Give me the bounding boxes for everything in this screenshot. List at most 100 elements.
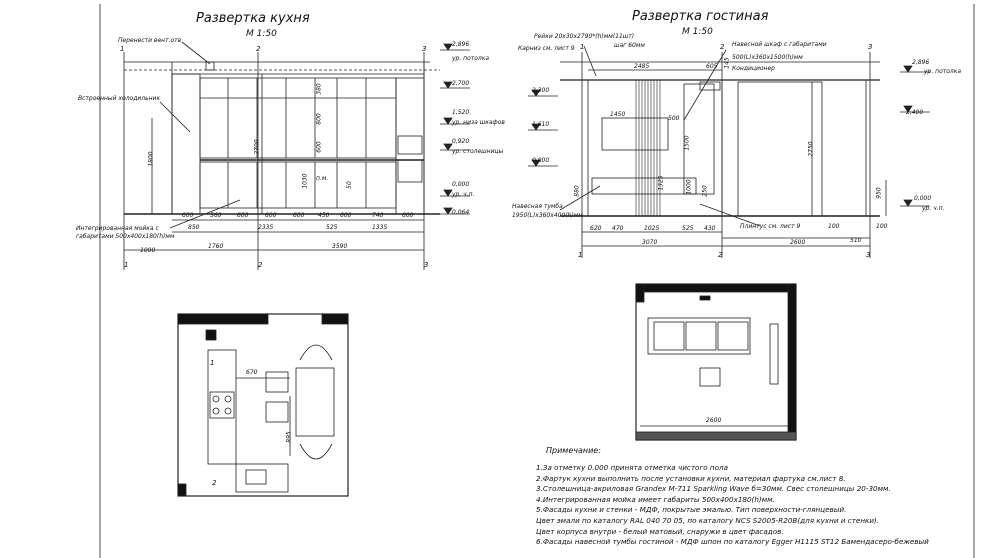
kitchen-dim: 2335 — [258, 224, 274, 231]
plan-kitchen-axis: 1 — [210, 359, 215, 367]
living-dim: 430 — [704, 225, 716, 232]
plan-living-dim: 2600 — [706, 417, 722, 424]
note-line: 4.Интегрированная мойка имеет габариты 5… — [536, 494, 775, 504]
kitchen-dim: 560 — [210, 212, 222, 219]
kitchen-dim-vertical: 380 — [315, 83, 323, 95]
kitchen-axis: 2 — [256, 45, 261, 53]
living-dim: 880 — [573, 185, 581, 197]
kitchen-dim: 740 — [372, 212, 384, 219]
kitchen-axis: 2 — [258, 261, 263, 269]
living-rails-label: Рейки 20х30х2790*(h)мм(11шт) — [534, 33, 635, 40]
note-line: 6.Фасады навесной тумбы гостиной - МДФ ш… — [536, 537, 929, 547]
kitchen-dim: 1335 — [372, 224, 388, 231]
living-level-text: ур. потолка — [924, 68, 962, 75]
kitchen-level-value: 0,920 — [452, 138, 470, 145]
living-level-value: 0,000 — [914, 195, 932, 202]
kitchen-dim-vertical: 50 — [345, 181, 353, 189]
living-dim: 500 — [668, 115, 680, 122]
living-dim: 1500 — [683, 135, 691, 151]
note-line: 3.Столешница-акриловая Grandex M-711 Spa… — [536, 484, 891, 494]
plan-kitchen-axis: 2 — [212, 479, 217, 487]
kitchen-level-value: 0,064 — [452, 209, 470, 216]
living-dim: 1450 — [610, 111, 626, 118]
living-axis: 2 — [718, 251, 723, 259]
living-cabinet-label-2: 500(L)х360х1500(h)мм — [732, 54, 803, 61]
kitchen-axis: 1 — [120, 45, 125, 53]
living-dim: 2750 — [807, 141, 815, 157]
plan-kitchen-dim: 670 — [246, 369, 258, 376]
kitchen-level-value: 2,700 — [452, 80, 470, 87]
living-dim: 2485 — [634, 63, 650, 70]
living-tumba-label: Навесная тумба — [512, 203, 563, 210]
living-dim: 145 — [723, 57, 731, 69]
kitchen-axis: 3 — [422, 45, 427, 53]
kitchen-fridge-label: Встроенный холодильник — [78, 95, 161, 102]
living-axis: 3 — [868, 43, 873, 51]
kitchen-sink-label: Интегрированная мойка с — [76, 225, 159, 232]
living-ac-label: Кондиционер — [732, 65, 775, 72]
kitchen-level-text: ур. низа шкафов — [452, 119, 505, 126]
living-level-value: 2,300 — [532, 87, 550, 94]
living-dim: 100 — [876, 223, 888, 230]
kitchen-dim: 850 — [188, 224, 200, 231]
kitchen-dim-vertical: 600 — [315, 141, 323, 153]
living-title: Развертка гостиная — [632, 9, 769, 24]
living-dim: 1325 — [657, 175, 665, 191]
living-dim: 100 — [828, 223, 840, 230]
kitchen-dim-vertical: 2700 — [253, 139, 261, 155]
living-cornice-label: Карниз см. лист 9 — [518, 45, 575, 52]
kitchen-dim: 600 — [237, 212, 249, 219]
living-dim: 605 — [706, 63, 718, 70]
kitchen-elevation — [123, 41, 470, 270]
living-dim: 950 — [875, 187, 883, 199]
note-line: 2.Фартук кухни выполнить после установки… — [536, 473, 846, 483]
kitchen-dim-vertical: 800 — [315, 113, 323, 125]
kitchen-plan — [177, 313, 349, 497]
note-line: 5.Фасады кухни и стенки - МДФ, покрытые … — [536, 505, 847, 515]
kitchen-level-text: ур. потолка — [452, 55, 490, 62]
kitchen-axis: 1 — [124, 261, 129, 269]
kitchen-dim: 3590 — [332, 243, 348, 250]
kitchen-dim-vertical: 1800 — [147, 151, 155, 167]
living-level-value: 2,896 — [912, 59, 930, 66]
kitchen-axis: 3 — [424, 261, 429, 269]
note-line: Цвет эмали по каталогу RAL 040 70 05, по… — [536, 515, 880, 525]
kitchen-dim: 600 — [340, 212, 352, 219]
kitchen-dim: 1000 — [140, 247, 156, 254]
living-dim: 3070 — [642, 239, 658, 246]
living-plan — [635, 283, 797, 441]
notes-heading: Примечание: — [546, 446, 601, 455]
living-dim: 510 — [850, 237, 862, 244]
kitchen-pm-label: п.м. — [316, 175, 329, 182]
kitchen-level-value: 0,000 — [452, 181, 470, 188]
kitchen-dim: 600 — [182, 212, 194, 219]
living-dim: 525 — [682, 225, 694, 232]
living-level-value: 2,400 — [906, 109, 924, 116]
kitchen-level-value: 2,896 — [452, 41, 470, 48]
kitchen-dim-vertical: 1030 — [301, 173, 309, 189]
kitchen-dim: 525 — [326, 224, 338, 231]
living-axis: 2 — [720, 43, 725, 51]
kitchen-level-text: ур. столешницы — [452, 148, 504, 155]
plan-kitchen-dim: 895 — [285, 431, 293, 443]
living-dim: 470 — [612, 225, 624, 232]
living-tumba-label-2: 1950(L)х360х400(h)мм — [512, 212, 583, 219]
living-dim: 1000 — [685, 179, 693, 195]
living-dim: 620 — [590, 225, 602, 232]
living-dim: 1025 — [644, 225, 660, 232]
kitchen-sink-label-2: габаритами 500х400х180(h)мм — [76, 233, 175, 240]
kitchen-dim: 600 — [293, 212, 305, 219]
living-scale: М 1:50 — [682, 27, 713, 37]
living-plinth-label: Плинтус см. лист 9 — [740, 223, 801, 230]
kitchen-scale: М 1:50 — [246, 29, 277, 39]
living-rails-label-2: шаг 60мм — [614, 42, 645, 49]
living-elevation — [528, 45, 930, 258]
kitchen-dim: 600 — [265, 212, 277, 219]
living-level-value: 1,610 — [532, 121, 550, 128]
kitchen-level-value: 1,520 — [452, 109, 470, 116]
kitchen-dim: 450 — [318, 212, 330, 219]
kitchen-dim: 1760 — [208, 243, 224, 250]
living-axis: 1 — [580, 43, 585, 51]
